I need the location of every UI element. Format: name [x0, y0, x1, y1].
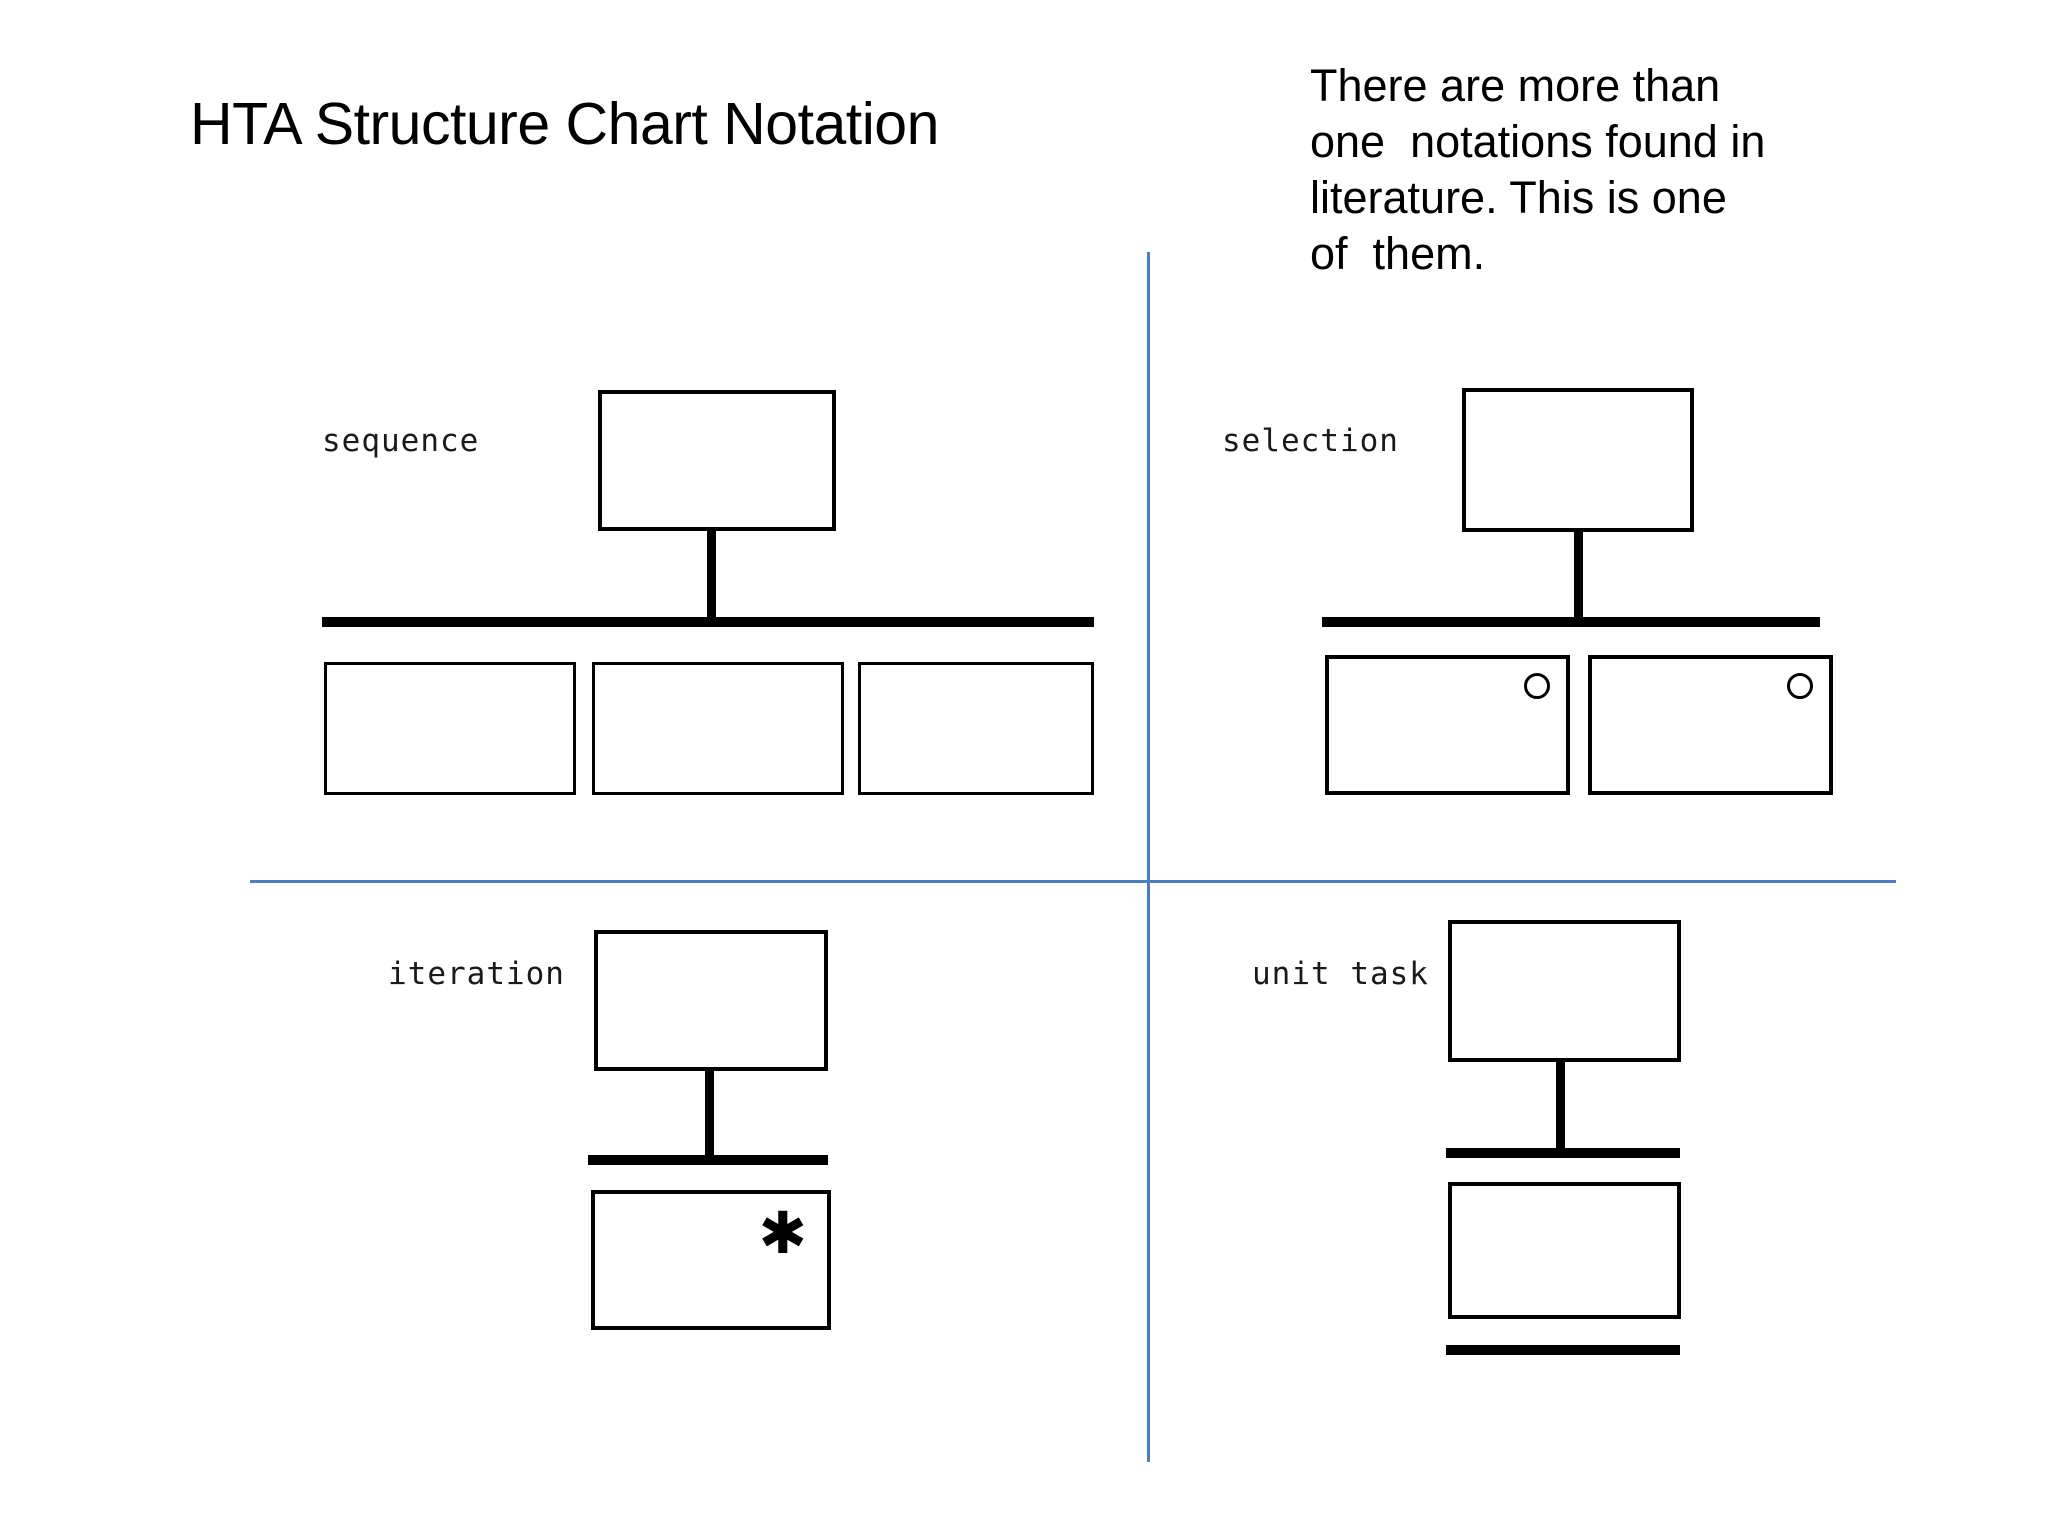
- horizontal-divider-line: [250, 880, 1896, 883]
- unit-task-terminal-bar: [1446, 1345, 1680, 1355]
- selection-connector: [1574, 531, 1583, 619]
- note-line-4: of them.: [1310, 228, 1486, 279]
- vertical-divider-line: [1147, 252, 1150, 1462]
- unit-task-connector: [1556, 1060, 1565, 1152]
- iteration-parent-box[interactable]: [594, 930, 828, 1071]
- label-iteration: iteration: [388, 956, 565, 992]
- note-line-3: literature. This is one: [1310, 172, 1727, 223]
- iteration-connector: [705, 1070, 714, 1158]
- label-sequence: sequence: [322, 423, 480, 459]
- unit-task-parent-box[interactable]: [1448, 920, 1681, 1062]
- sequence-connector: [707, 530, 716, 620]
- iteration-asterisk-icon: ✱: [758, 1199, 807, 1267]
- sequence-child-box-1[interactable]: [324, 662, 576, 795]
- selection-child-box-2[interactable]: [1588, 655, 1833, 795]
- note-text-block: There are more than one notations found …: [1310, 58, 1870, 282]
- note-line-1: There are more than: [1310, 60, 1721, 111]
- unit-task-sibling-bar: [1446, 1148, 1680, 1158]
- iteration-sibling-bar: [588, 1155, 828, 1165]
- sequence-parent-box[interactable]: [598, 390, 836, 531]
- unit-task-child-box[interactable]: [1448, 1182, 1681, 1319]
- selection-circle-icon: [1524, 673, 1550, 699]
- selection-parent-box[interactable]: [1462, 388, 1694, 532]
- selection-child-box-1[interactable]: [1325, 655, 1570, 795]
- page-title: HTA Structure Chart Notation: [190, 91, 939, 157]
- sequence-child-box-3[interactable]: [858, 662, 1094, 795]
- note-line-2: one notations found in: [1310, 116, 1766, 167]
- label-selection: selection: [1222, 423, 1399, 459]
- label-unit-task: unit task: [1252, 956, 1429, 992]
- selection-sibling-bar: [1322, 617, 1820, 627]
- sequence-child-box-2[interactable]: [592, 662, 844, 795]
- selection-circle-icon: [1787, 673, 1813, 699]
- iteration-child-box[interactable]: ✱: [591, 1190, 831, 1330]
- sequence-sibling-bar: [322, 617, 1094, 627]
